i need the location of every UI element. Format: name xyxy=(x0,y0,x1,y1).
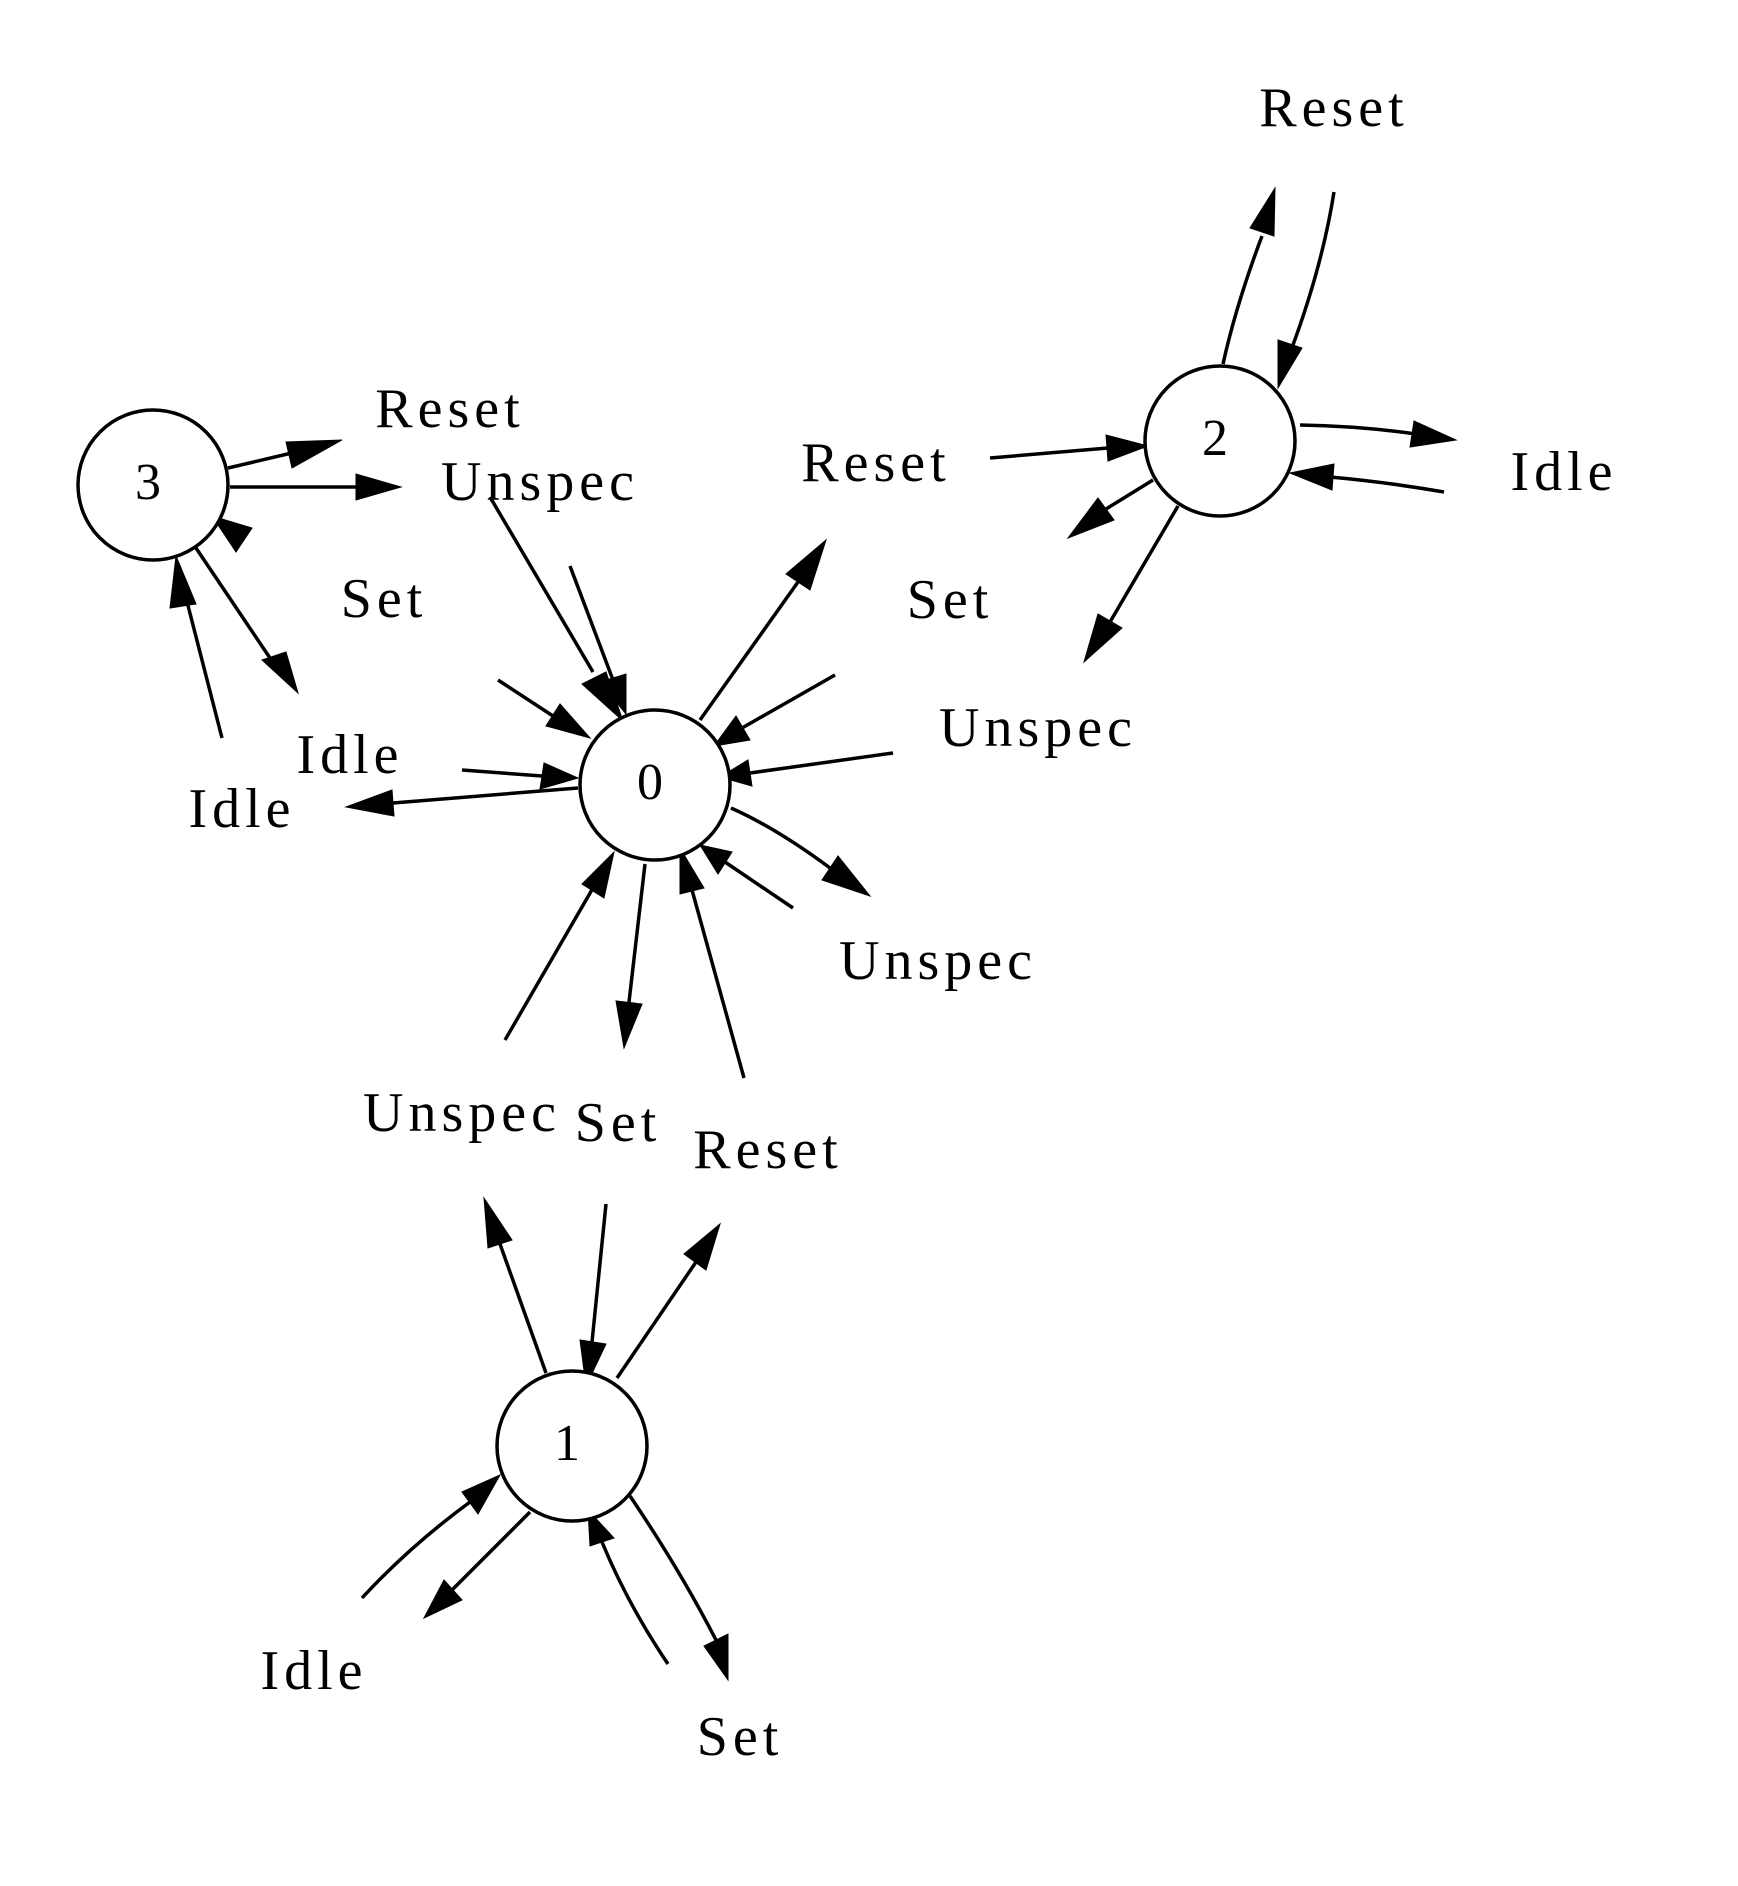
edge-0-unspec-right-in xyxy=(749,751,894,775)
arrowhead xyxy=(344,789,395,817)
arrowhead xyxy=(1105,434,1150,462)
arrowhead xyxy=(539,762,580,790)
state-circle xyxy=(76,408,230,562)
arrowhead xyxy=(1249,186,1276,237)
edge-1-idle-out xyxy=(450,1510,532,1592)
arrowhead xyxy=(615,1000,643,1050)
arrowhead xyxy=(210,515,253,553)
edge-1-set-in xyxy=(590,1203,608,1343)
state-node-1[interactable]: 1 xyxy=(495,1369,649,1523)
state-node-3[interactable]: 3 xyxy=(76,408,230,562)
edge-0-reset-out xyxy=(698,580,800,722)
state-label: 3 xyxy=(135,454,161,511)
edge-labels: Reset Unspec Set Idle Idle Reset Reset I… xyxy=(188,77,1617,1768)
edge-0-left-in-b xyxy=(461,768,543,778)
arrowhead xyxy=(545,703,592,739)
edge-label-unspec: Unspec xyxy=(839,930,1037,992)
edge-label-unspec: Unspec xyxy=(441,451,639,513)
arrowhead xyxy=(718,759,753,787)
edge-0-left-in-a xyxy=(497,678,554,718)
arrowhead xyxy=(461,1473,502,1515)
arrowhead xyxy=(1083,613,1123,664)
arrowhead xyxy=(261,651,299,695)
edge-1-set-bottom-out xyxy=(628,1495,718,1641)
edge-2-unspec-out xyxy=(1108,505,1180,623)
edge-0-set-in xyxy=(741,673,836,730)
edge-0-unspec-right-out xyxy=(730,806,832,870)
state-label: 2 xyxy=(1202,410,1228,467)
edge-label-set: Set xyxy=(907,569,994,631)
arrowhead xyxy=(169,554,197,609)
arrowhead xyxy=(355,473,403,501)
states: 3 2 0 1 xyxy=(76,364,1297,1523)
edge-label-idle: Idle xyxy=(260,1640,367,1702)
state-node-2[interactable]: 2 xyxy=(1143,364,1297,518)
edge-1-set-bottom-in xyxy=(600,1541,670,1665)
edge-label-reset: Reset xyxy=(375,378,524,440)
edge-2-reset-top-out xyxy=(1221,235,1264,365)
edge-0-idle-out xyxy=(392,786,579,805)
arrowheads xyxy=(169,186,1458,1682)
edge-label-set: Set xyxy=(575,1092,662,1154)
edge-3-reset-out xyxy=(227,450,297,470)
arrowhead xyxy=(1288,463,1335,491)
edge-0-1-set-out xyxy=(627,863,647,1003)
edge-2-idle-out xyxy=(1299,423,1417,436)
edge-label-unspec: Unspec xyxy=(939,697,1137,759)
arrowhead xyxy=(1066,497,1115,540)
arrowhead xyxy=(1409,420,1458,448)
edge-label-idle: Idle xyxy=(296,724,403,786)
state-circle xyxy=(578,708,732,862)
edge-0-unspec-right-in-b xyxy=(724,860,794,910)
edge-label-idle: Idle xyxy=(1510,441,1617,503)
edge-1-reset-out xyxy=(615,1261,698,1379)
state-node-0[interactable]: 0 xyxy=(578,708,732,862)
arrowhead xyxy=(821,855,872,898)
arrowhead xyxy=(683,1222,721,1271)
arrowhead xyxy=(422,1579,463,1620)
state-label: 1 xyxy=(554,1415,580,1472)
arrowhead xyxy=(581,850,615,899)
edge-0-unspec-top-in-b xyxy=(568,565,615,681)
edge-label-reset: Reset xyxy=(693,1119,842,1181)
edge-1-idle-in xyxy=(360,1500,472,1600)
edge-label-set: Set xyxy=(697,1706,784,1768)
edge-label-reset: Reset xyxy=(1259,77,1408,139)
edge-label-reset: Reset xyxy=(801,432,950,494)
edge-0-1-unspec-in xyxy=(503,887,595,1041)
edge-0-unspec-top-in-a xyxy=(488,496,595,673)
edges xyxy=(182,191,1445,1665)
edge-2-set-out xyxy=(1105,478,1154,511)
arrowhead xyxy=(703,1633,729,1682)
arrowhead xyxy=(712,715,751,747)
state-circle xyxy=(495,1369,649,1523)
edge-label-idle: Idle xyxy=(188,778,295,840)
arrowhead xyxy=(1277,339,1303,390)
edge-2-reset-left-in xyxy=(989,446,1109,460)
edge-2-reset-top-in xyxy=(1288,191,1336,354)
edge-3-idle-in xyxy=(182,589,224,739)
arrowhead xyxy=(285,439,343,469)
edge-2-idle-in xyxy=(1329,475,1445,494)
state-label: 0 xyxy=(637,754,663,811)
edge-1-unspec-out xyxy=(498,1243,548,1374)
arrowhead xyxy=(785,538,828,591)
edge-label-set: Set xyxy=(341,568,428,630)
edge-3-idle-out xyxy=(194,547,278,668)
arrowhead xyxy=(599,673,627,716)
arrowhead xyxy=(698,844,733,875)
arrowhead xyxy=(483,1196,513,1249)
edge-0-1-reset-in xyxy=(690,889,746,1079)
arrowhead xyxy=(679,846,705,895)
state-circle xyxy=(1143,364,1297,518)
edge-label-unspec: Unspec xyxy=(363,1082,561,1144)
